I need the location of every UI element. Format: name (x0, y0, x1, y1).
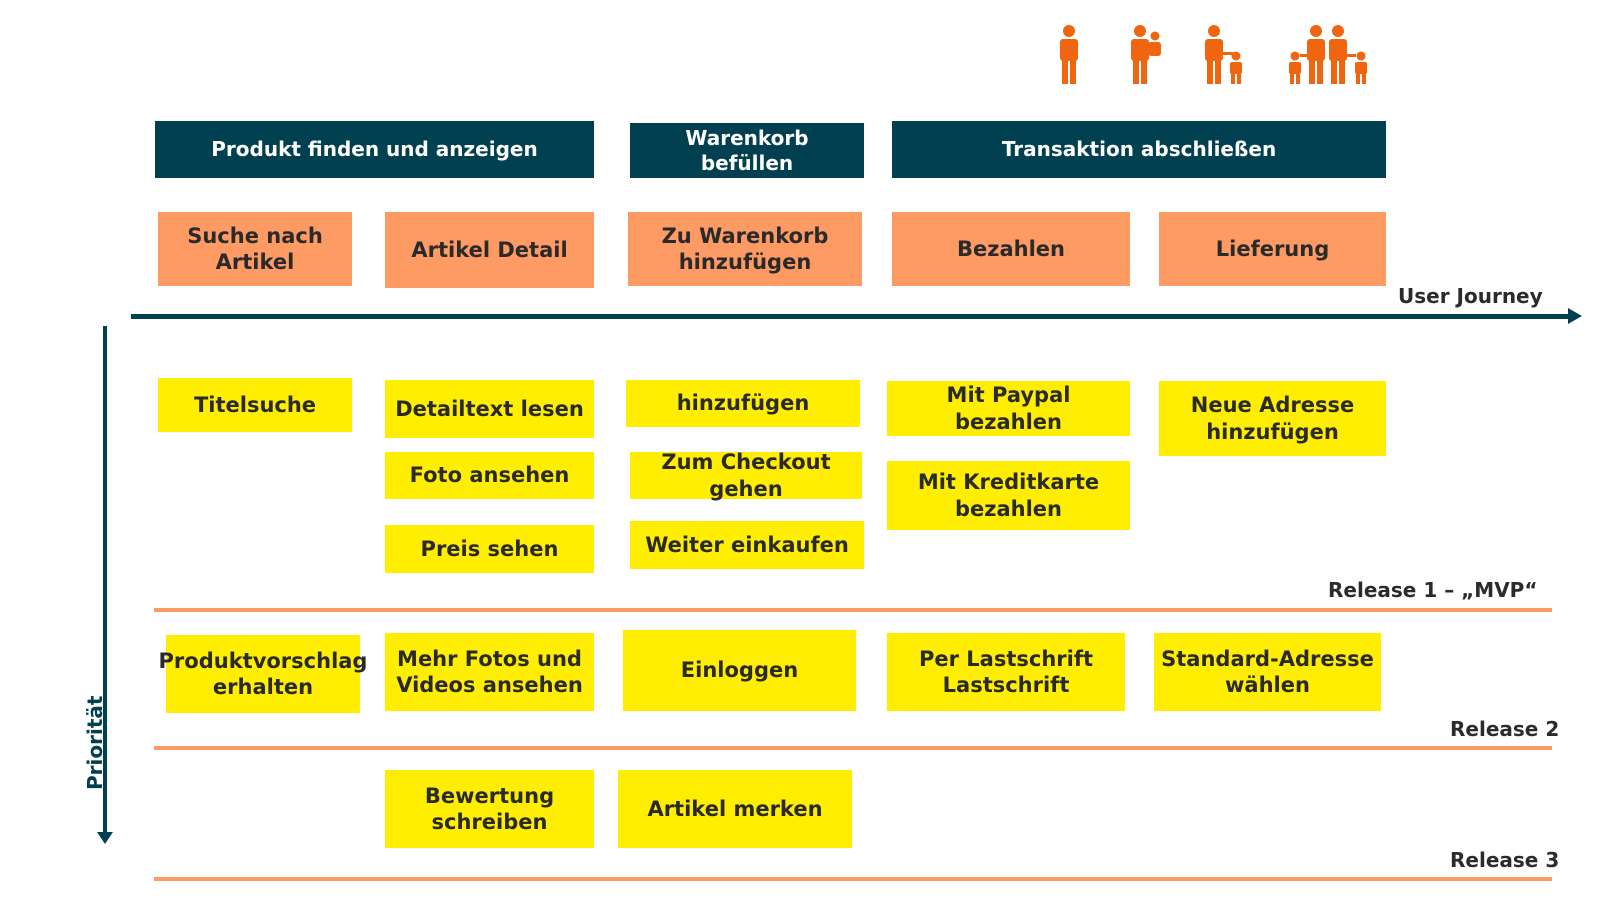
story-weiter-einkaufen: Weiter einkaufen (630, 521, 864, 569)
priority-axis (103, 326, 107, 836)
user-journey-label: User Journey (1398, 284, 1543, 308)
step-lieferung: Lieferung (1159, 212, 1386, 286)
family-icon (1289, 25, 1367, 84)
release-2-label: Release 2 (1450, 717, 1560, 741)
story-einloggen: Einloggen (623, 630, 856, 711)
step-zu-warenkorb-hinzufuegen: Zu Warenkorb hinzufügen (628, 212, 862, 286)
priority-label: Priorität (83, 695, 107, 790)
story-artikel-merken: Artikel merken (618, 770, 852, 848)
story-produktvorschlag-erhalten: Produktvorschlag erhalten (159, 635, 367, 713)
step-artikel-detail: Artikel Detail (385, 212, 594, 288)
person-icon (1060, 25, 1078, 84)
person-with-child-icon (1131, 25, 1161, 84)
story-neue-adresse-hinzufuegen: Neue Adresse hinzufügen (1159, 381, 1386, 456)
activity-warenkorb-befuellen: Warenkorb befüllen (630, 123, 864, 178)
story-detailtext-lesen: Detailtext lesen (385, 380, 594, 438)
activity-produkt-finden: Produkt finden und anzeigen (155, 121, 594, 178)
release-1-label: Release 1 – „MVP“ (1328, 578, 1538, 602)
step-bezahlen: Bezahlen (892, 212, 1130, 286)
release-3-line (154, 877, 1552, 881)
story-standard-adresse-waehlen: Standard-Adresse wählen (1154, 633, 1381, 711)
release-2-line (154, 746, 1552, 750)
story-mehr-fotos-und-videos: Mehr Fotos und Videos ansehen (385, 633, 594, 711)
story-foto-ansehen: Foto ansehen (385, 452, 594, 499)
activity-transaktion-abschliessen: Transaktion abschließen (892, 121, 1386, 178)
story-titelsuche: Titelsuche (158, 378, 352, 432)
story-hinzufuegen: hinzufügen (626, 380, 860, 427)
adult-with-child-icon (1205, 25, 1242, 84)
story-mit-paypal-bezahlen: Mit Paypal bezahlen (887, 381, 1130, 436)
user-journey-axis (131, 314, 1571, 319)
story-zum-checkout-gehen: Zum Checkout gehen (630, 450, 862, 501)
story-mit-kreditkarte-bezahlen: Mit Kreditkarte bezahlen (887, 461, 1130, 530)
priority-arrowhead (97, 832, 113, 844)
story-per-lastschrift: Per Lastschrift Lastschrift (887, 633, 1125, 711)
release-3-label: Release 3 (1450, 848, 1560, 872)
user-journey-arrowhead (1568, 308, 1582, 324)
story-preis-sehen: Preis sehen (385, 525, 594, 573)
step-suche-nach-artikel: Suche nach Artikel (158, 212, 352, 286)
story-bewertung-schreiben: Bewertung schreiben (385, 770, 594, 848)
release-1-line (154, 608, 1552, 612)
